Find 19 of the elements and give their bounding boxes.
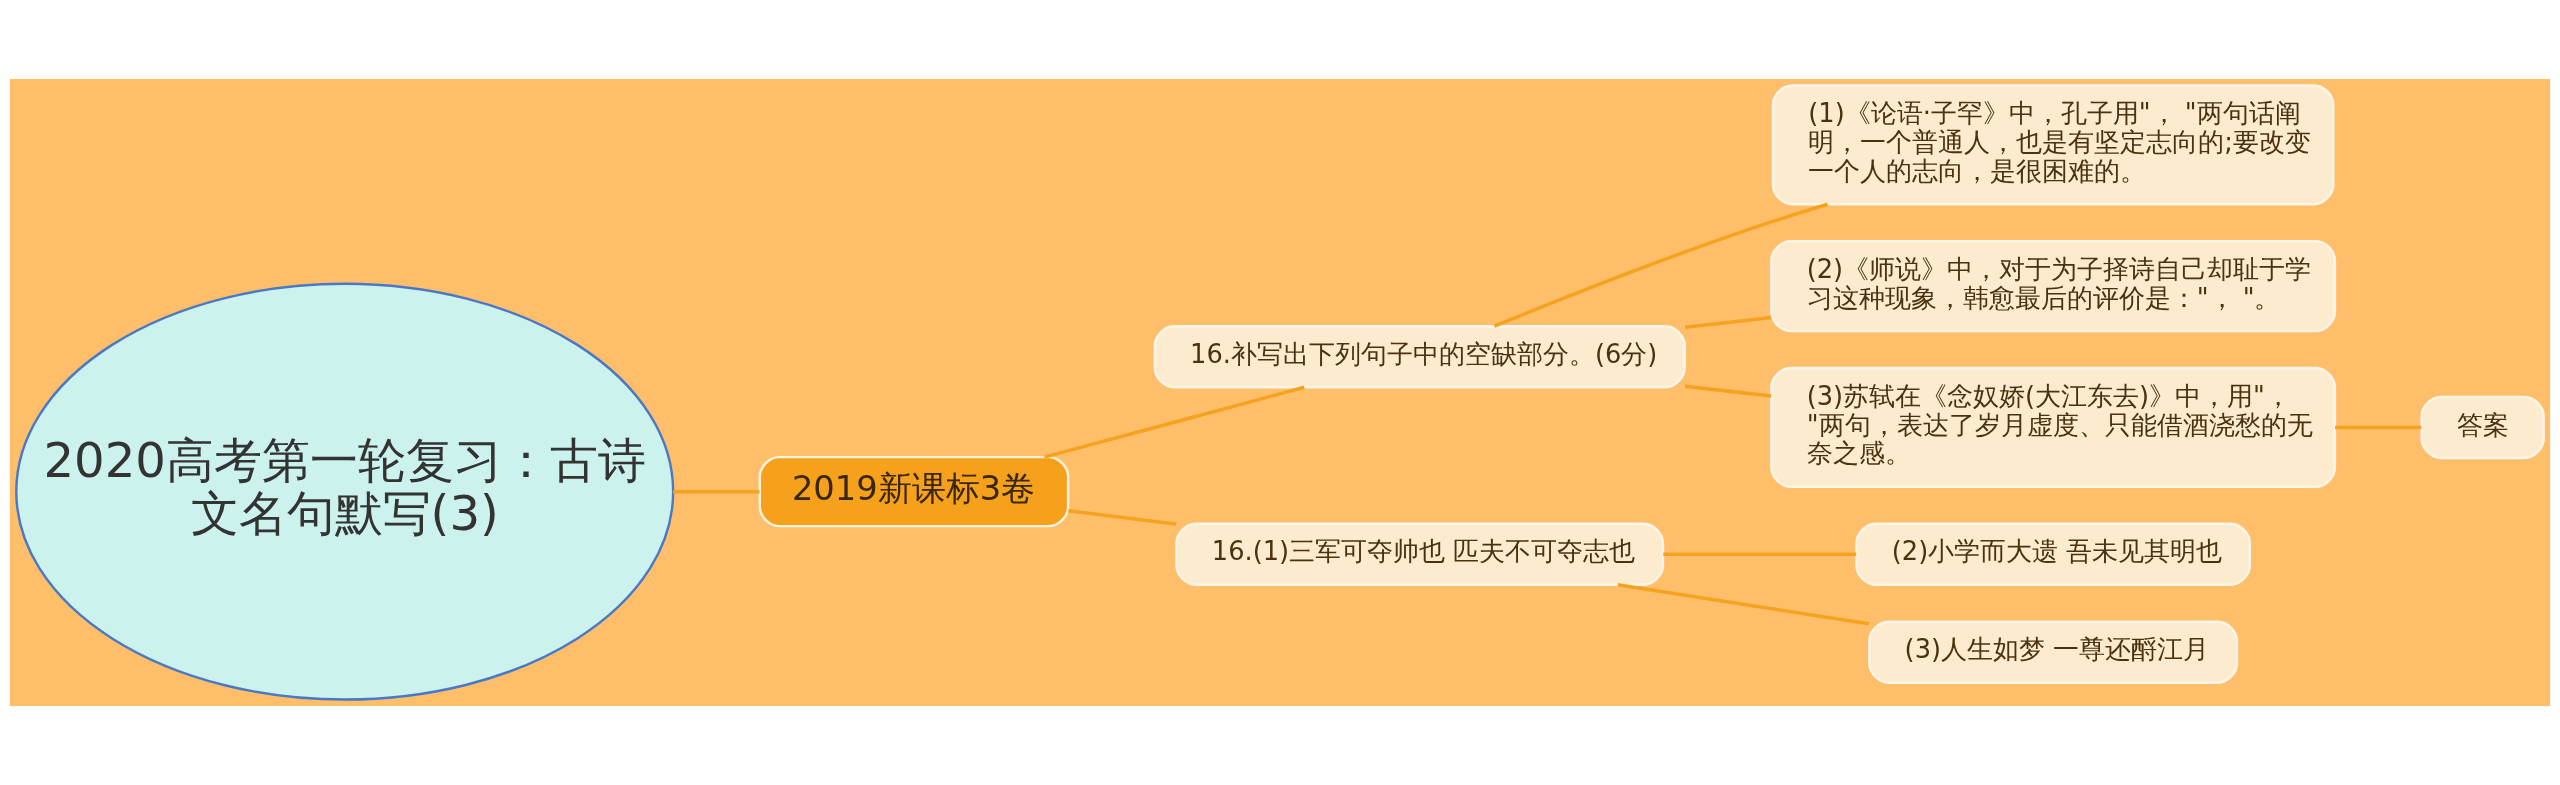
- connector: [2334, 425, 2422, 430]
- connector: [1493, 202, 1829, 328]
- connector: [1043, 385, 1305, 459]
- node-box: (1)《论语·子罕》中，孔子用"， "两句话阐明，一个普通人，也是有坚定志向的;要改变一个人的志向，是很困难的。: [1771, 84, 2335, 206]
- node-box: (2)小学而大遗 吾未见其明也: [1855, 522, 2252, 586]
- node-ellipse: 2020高考第一轮复习：古诗文名句默写(3): [15, 282, 675, 701]
- node-box: 答案: [2420, 395, 2545, 460]
- node-box: (3)苏轼在《念奴娇(大江东去)》中，用"， "两句，表达了岁月虚度、只能借酒浇愁的无奈之感。: [1770, 366, 2337, 489]
- node-box: (2)《师说》中，对于为子择诗自己却耻于学习这种现象，韩愈最后的评价是："， "。: [1770, 239, 2337, 333]
- connector: [673, 489, 760, 494]
- node-box: 16.(1)三军可夺帅也 匹夫不可夺志也: [1175, 522, 1665, 586]
- node-box: (3)人生如梦 一尊还酹江月: [1868, 620, 2239, 684]
- node-box: 16.补写出下列句子中的空缺部分。(6分): [1153, 325, 1686, 389]
- connector: [1684, 384, 1772, 398]
- connector: [1684, 315, 1772, 329]
- node-box: 2019新课标3卷: [758, 455, 1070, 528]
- connector: [1068, 508, 1177, 526]
- connector: [1663, 552, 1857, 557]
- connector: [1617, 583, 1870, 626]
